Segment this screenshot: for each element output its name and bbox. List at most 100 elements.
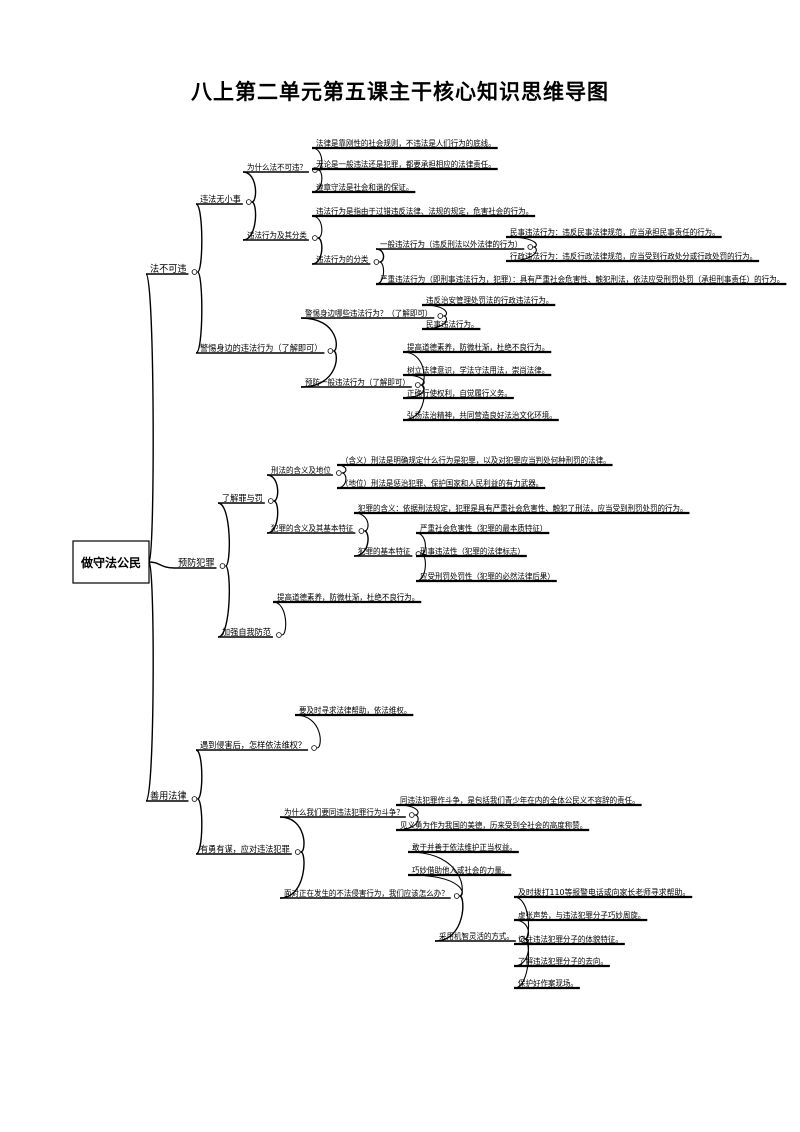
collapse-toggle-icon[interactable] [415, 382, 421, 388]
node-label: 善用法律 [150, 790, 187, 802]
connector-line [434, 895, 464, 942]
connector-line [145, 561, 154, 802]
node-label: 树立法律意识，学法守法用法，崇尚法律。 [407, 365, 549, 375]
node-label: 预防一般违法行为（了解即可） [305, 377, 410, 387]
root-node: 做守法公民 [72, 540, 150, 584]
leaf-node: 及时拨打110等报警电话或向家长老师寻求帮助。 [514, 887, 693, 899]
node-label: 违法行为的分类 [316, 254, 369, 264]
node-label: 弘扬法治精神，共同营造良好法治文化环境。 [407, 410, 557, 420]
node-label: 敢于并善于依法维护正当权益。 [412, 842, 517, 852]
node-label: 见义勇为作为我国的美德，历来受到全社会的高度称赞。 [400, 820, 587, 830]
connector-line [266, 500, 279, 534]
node-label: 为什么我们要同违法犯罪行为斗争？ [284, 807, 404, 817]
topic-node: 违法行为的分类 [312, 254, 380, 265]
collapse-toggle-icon[interactable] [409, 812, 415, 818]
node-label: 犯罪的基本特征 [358, 546, 411, 556]
topic-node: 犯罪的基本特征 [354, 546, 422, 557]
topic-node: 一般违法行为（违反刑法以外法律的行为） [376, 239, 534, 250]
node-label: 严重社会危害性（犯罪的最本质特征） [420, 523, 547, 533]
leaf-node: 正确行使权利，自觉履行义务。 [403, 388, 514, 400]
collapse-toggle-icon[interactable] [336, 470, 342, 476]
node-label: （地位）刑法是惩治犯罪、保护国家和人民利益的有力武器。 [341, 478, 543, 488]
node-label: 犯罪的含义：依据刑法规定，犯罪是具有严重社会危害性、触犯了刑法，应当受到刑罚处罚… [358, 503, 687, 513]
leaf-node: 同违法犯罪作斗争，是包括我们青少年在内的全体公民义不容辞的责任。 [396, 795, 642, 807]
topic-node: 加强自我防范 [218, 627, 282, 638]
connector-line [145, 273, 154, 563]
collapse-toggle-icon[interactable] [327, 348, 334, 354]
branch-node: 法不可违 [146, 263, 198, 275]
node-label: 记住违法犯罪分子的体貌特征。 [518, 934, 623, 944]
topic-node: 刑法的含义及地位 [267, 465, 342, 476]
node-label: 同违法犯罪作斗争，是包括我们青少年在内的全体公民义不容辞的责任。 [400, 795, 640, 805]
collapse-toggle-icon[interactable] [358, 528, 365, 534]
node-label: 遇到侵害后，怎样依法维权？ [200, 740, 306, 751]
collapse-toggle-icon[interactable] [294, 849, 301, 855]
collapse-toggle-icon[interactable] [312, 235, 318, 241]
connector-line [195, 798, 203, 855]
connector-line [272, 601, 287, 636]
leaf-node: 了解违法犯罪分子的去向。 [514, 956, 610, 968]
node-label: 行政违法行为：违反行政法律规范，应当受到行政处分或行政处罚的行为。 [510, 251, 757, 261]
branch-node: 善用法律 [146, 790, 198, 802]
leaf-node: 无论是一般违法还是犯罪，都要承担相应的法律责任。 [312, 159, 498, 171]
collapse-toggle-icon[interactable] [437, 313, 444, 319]
node-label: （含义）刑法是明确规定什么行为是犯罪，以及对犯罪应当判处何种刑罚的法律。 [341, 455, 611, 465]
node-label: 警惕身边哪些违法行为？（了解即可） [305, 308, 432, 318]
topic-node: 面对正在发生的不法侵害行为，我们应该怎么办？ [280, 888, 460, 899]
node-label: 有勇有谋，应对违法犯罪 [200, 844, 290, 855]
collapse-toggle-icon[interactable] [453, 893, 460, 899]
leaf-node: 刑事违法性（犯罪的法律标志） [416, 546, 527, 558]
node-label: 刑法的含义及地位 [271, 465, 331, 475]
node-label: 严重违法行为（即刑事违法行为，犯罪）：具有严重社会危害性、触犯刑法，依法应受刑罚… [380, 274, 784, 284]
collapse-toggle-icon[interactable] [246, 199, 252, 205]
connector-line [513, 938, 530, 989]
leaf-node: 弘扬法治精神，共同营造良好法治文化环境。 [403, 410, 559, 422]
leaf-node: 要及时寻求法律帮助，依法维权。 [295, 705, 414, 717]
leaf-node: 行政违法行为：违反行政法律规范，应当受到行政处分或行政处罚的行为。 [506, 251, 760, 263]
node-label: 保护好作案现场。 [518, 978, 578, 988]
leaf-node: （地位）刑法是惩治犯罪、保护国家和人民利益的有力武器。 [337, 478, 546, 490]
branch-node: 预防犯罪 [174, 557, 226, 569]
node-label: 刑事违法性（犯罪的法律标志） [420, 546, 525, 556]
topic-node: 预防一般违法行为（了解即可） [301, 377, 421, 388]
node-label: 应受刑罚处罚性（犯罪的必然法律后果） [420, 571, 555, 581]
topic-node: 了解罪与罚 [218, 493, 274, 504]
root-node-label: 做守法公民 [80, 555, 141, 570]
collapse-toggle-icon[interactable] [191, 796, 198, 802]
node-label: 采用机智灵活的方式。 [439, 931, 514, 941]
node-label: 提高道德素养，防微杜渐，杜绝不良行为。 [407, 342, 549, 352]
node-label: 正确行使权利，自觉履行义务。 [407, 388, 512, 398]
leaf-node: 敢于并善于依法维护正当权益。 [408, 842, 519, 854]
leaf-node: 严重违法行为（即刑事违法行为，犯罪）：具有严重社会危害性、触犯刑法，依法应受刑罚… [376, 274, 787, 286]
leaf-node: 应受刑罚处罚性（犯罪的必然法律后果） [416, 571, 557, 583]
collapse-toggle-icon[interactable] [267, 498, 274, 504]
topic-node: 采用机智灵活的方式。 [435, 931, 525, 942]
node-label: 预防犯罪 [178, 557, 215, 569]
leaf-node: 犯罪的含义：依据刑法规定，犯罪是具有严重社会危害性、触犯了刑法，应当受到刑罚处罚… [354, 503, 690, 515]
collapse-toggle-icon[interactable] [219, 563, 226, 569]
leaf-node: 严重社会危害性（犯罪的最本质特征） [416, 523, 550, 535]
topic-node: 有勇有谋，应对违法犯罪 [196, 844, 301, 855]
leaf-node: 记住违法犯罪分子的体貌特征。 [514, 934, 625, 946]
topic-node: 警惕身边哪些违法行为？（了解即可） [301, 308, 444, 319]
node-label: 一般违法行为（违反刑法以外法律的行为） [380, 239, 522, 249]
node-label: 遵章守法是社会和谐的保证。 [316, 182, 413, 192]
collapse-toggle-icon[interactable] [191, 269, 198, 275]
leaf-node: 法律是靠刚性的社会规则，不违法是人们行为的底线。 [312, 138, 498, 150]
connector-line [300, 317, 337, 352]
node-label: 违法无小事 [200, 194, 241, 205]
collapse-toggle-icon[interactable] [311, 745, 317, 751]
connector-line [195, 749, 203, 800]
node-label: 犯罪的含义及其基本特征 [271, 523, 354, 533]
connector-line [311, 215, 323, 239]
collapse-toggle-icon[interactable] [373, 259, 380, 265]
connector-line [242, 201, 257, 241]
node-label: 违反治安管理处罚法的行政违法行为。 [426, 295, 553, 305]
collapse-toggle-icon[interactable] [276, 632, 282, 638]
node-label: 违法行为及其分类 [247, 230, 307, 240]
topic-node: 违法行为及其分类 [243, 230, 318, 241]
collapse-toggle-icon[interactable] [527, 244, 534, 250]
collapse-toggle-icon[interactable] [519, 936, 525, 942]
connector-line [513, 896, 530, 940]
